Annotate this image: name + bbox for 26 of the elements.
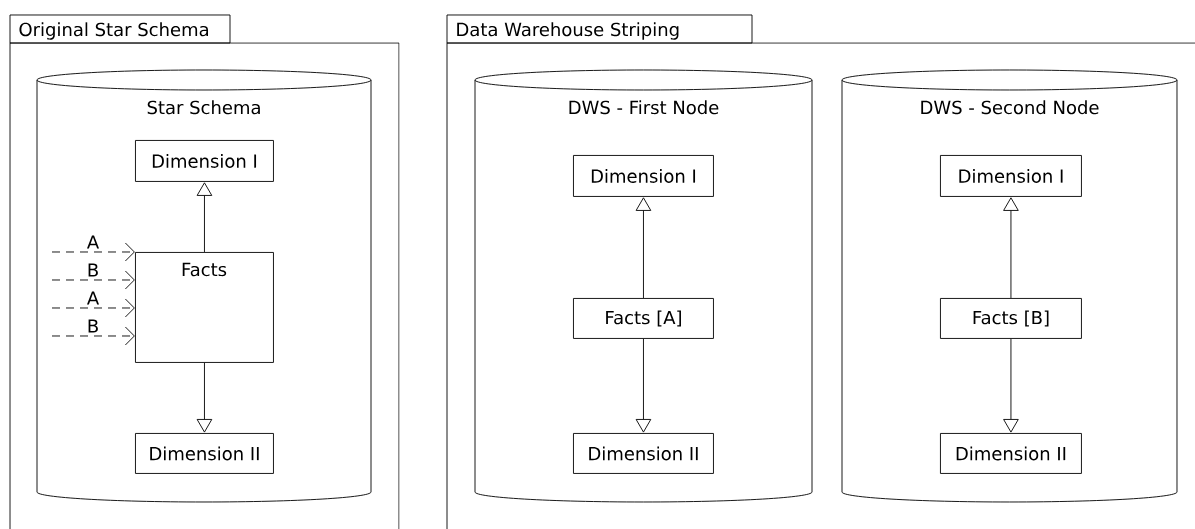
dashed-arrow — [51, 270, 135, 290]
arrow — [635, 338, 652, 433]
class-box: Dimension I — [573, 155, 714, 197]
class-box: Dimension II — [135, 433, 274, 474]
arrow — [635, 197, 652, 299]
dashed-arrow — [51, 298, 135, 318]
node-label: Star Schema — [147, 100, 260, 115]
class-box: Facts [B] — [940, 298, 1082, 339]
class-box: Dimension II — [573, 433, 714, 474]
edge-label: A — [85, 290, 101, 306]
arrow — [196, 362, 213, 433]
edge-label: A — [85, 234, 101, 250]
class-box: Dimension I — [135, 140, 274, 182]
arrow — [196, 182, 213, 253]
class-box: Facts [A] — [573, 298, 714, 339]
class-box: Facts — [135, 252, 274, 363]
dashed-arrow — [51, 326, 135, 346]
edge-label: B — [85, 262, 101, 278]
class-box: Dimension II — [940, 433, 1082, 474]
arrow — [1003, 338, 1019, 433]
class-box: Dimension I — [940, 155, 1082, 197]
edge-label: B — [85, 318, 101, 334]
dashed-arrow — [51, 242, 135, 262]
node-label: DWS - Second Node — [921, 100, 1099, 115]
arrow — [1003, 197, 1019, 299]
node-label: DWS - First Node — [569, 100, 719, 115]
